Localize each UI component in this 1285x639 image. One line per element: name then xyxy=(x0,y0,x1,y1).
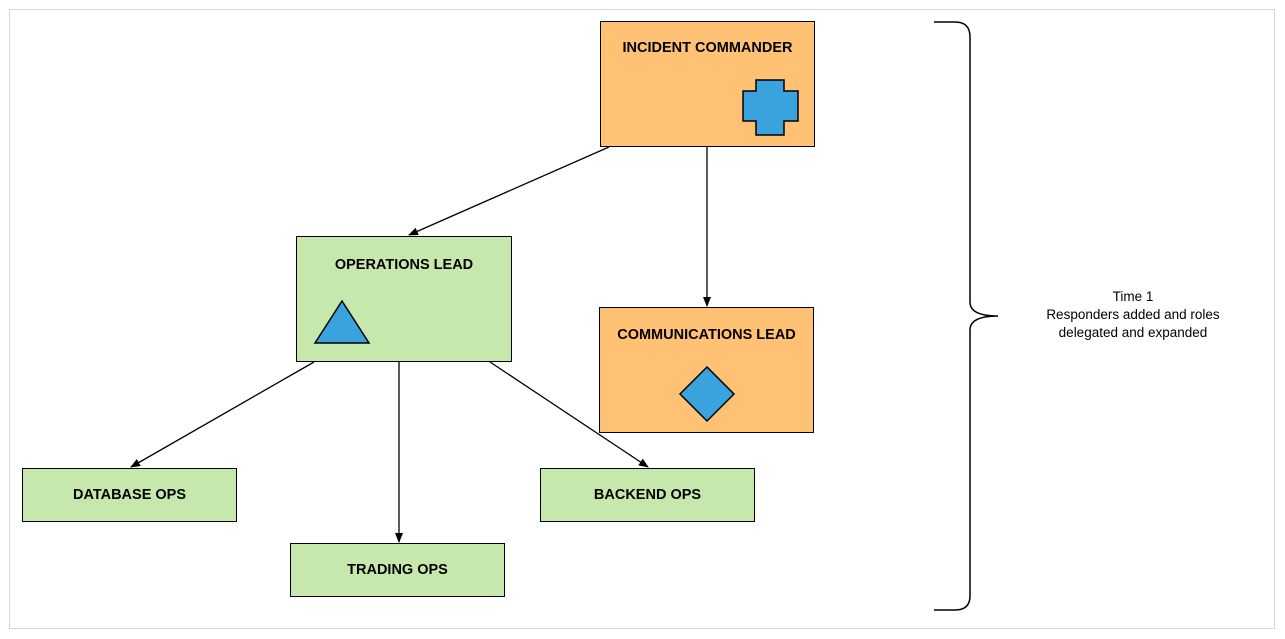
annotation-line-3: delegated and expanded xyxy=(1058,325,1208,340)
incident-commander-label: INCIDENT COMMANDER xyxy=(622,40,793,56)
edge-commander-to-operations xyxy=(408,146,610,236)
edge-operations-to-backend xyxy=(489,361,649,468)
curly-brace xyxy=(934,21,999,611)
annotation-line-1: Time 1 xyxy=(1112,289,1154,304)
time-annotation: Time 1 Responders added and roles delega… xyxy=(1013,288,1253,342)
operations-lead-node[interactable]: OPERATIONS LEAD xyxy=(296,236,512,362)
trading-ops-label: TRADING OPS xyxy=(347,562,448,578)
backend-ops-label: BACKEND OPS xyxy=(593,487,702,503)
trading-ops-node[interactable]: TRADING OPS xyxy=(290,543,505,597)
database-ops-node[interactable]: DATABASE OPS xyxy=(22,468,237,522)
communications-lead-label: COMMUNICATIONS LEAD xyxy=(617,327,796,343)
backend-ops-node[interactable]: BACKEND OPS xyxy=(540,468,755,522)
edge-operations-to-database xyxy=(130,361,315,468)
communications-lead-node[interactable]: COMMUNICATIONS LEAD xyxy=(599,307,814,433)
database-ops-label: DATABASE OPS xyxy=(72,487,187,503)
cross-icon xyxy=(742,79,799,136)
incident-commander-node[interactable]: INCIDENT COMMANDER xyxy=(600,21,815,147)
diamond-icon xyxy=(678,365,736,423)
triangle-icon xyxy=(313,299,371,344)
operations-lead-label: OPERATIONS LEAD xyxy=(334,257,474,273)
annotation-line-2: Responders added and roles xyxy=(1046,307,1220,322)
